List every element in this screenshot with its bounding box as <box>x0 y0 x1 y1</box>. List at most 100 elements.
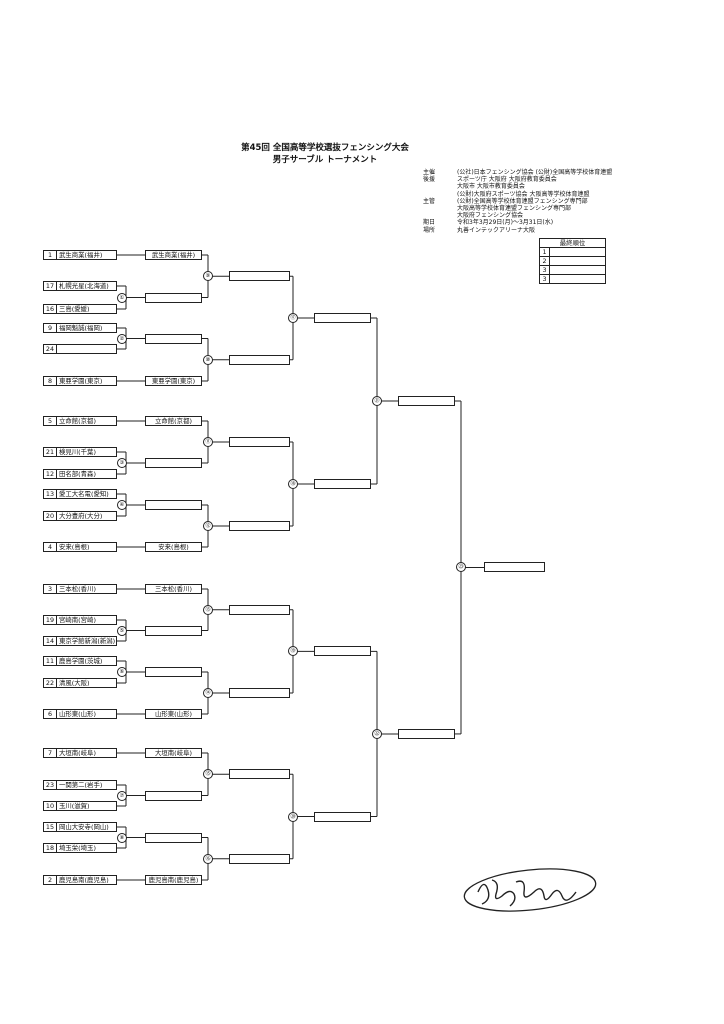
bye-advance-box: 東亜学園(東京) <box>145 376 202 386</box>
round2-winner-box <box>229 688 290 698</box>
entry-seed: 22 <box>44 679 57 687</box>
bout-number: ⑳ <box>288 811 298 822</box>
round2-winner-box <box>229 271 290 282</box>
round1-winner-box <box>145 333 202 344</box>
organizer-label: 主催 <box>423 169 436 176</box>
entry-team: 埼玉栄(埼玉) <box>59 844 96 852</box>
round1-winner-box <box>145 625 202 636</box>
bout-number: ⑲ <box>288 646 298 657</box>
round3-winner-box <box>314 313 371 323</box>
bye-advance-box: 武生商業(福井) <box>145 250 202 260</box>
organizer-text: (公財)大阪府スポーツ協会 大阪高等学校体育連盟 <box>457 190 590 198</box>
entry-team: 福岡魁誠(福岡) <box>59 324 103 332</box>
bout-number: ⑪ <box>203 437 213 447</box>
organizer-text: (公社)日本フェンシング協会 (公財)全国高等学校体育連盟 <box>457 169 613 176</box>
bout-number: ⑦ <box>117 790 127 801</box>
entry-seed: 10 <box>44 802 57 810</box>
final-ranking-table: 最終順位 1 2 3 3 <box>539 238 606 284</box>
bye-advance-box: 安来(島根) <box>145 542 202 552</box>
bout-number: ⑫ <box>203 521 213 531</box>
entry-seed: 16 <box>44 305 57 313</box>
entry-team: 三島(愛媛) <box>59 305 90 313</box>
semifinal-winner-box <box>398 396 455 406</box>
bout-number: ㉑ <box>372 396 382 406</box>
bout-number: ⑥ <box>117 667 127 677</box>
organizer-text: 大阪高等学校体育連盟フェンシング専門部 <box>457 205 572 212</box>
bout-number: ③ <box>117 458 127 468</box>
organizer-label: 主管 <box>423 197 436 205</box>
entry-team: 大垣南(岐阜) <box>59 749 96 757</box>
entry-team: 三本松(香川) <box>59 585 96 593</box>
entry-seed: 1 <box>44 251 57 259</box>
entry-seed: 4 <box>44 543 57 551</box>
bout-number: ⑯ <box>203 853 213 864</box>
bout-number: ⑮ <box>203 769 213 780</box>
entry-seed: 2 <box>44 876 57 884</box>
bout-number: ⑰ <box>288 313 298 323</box>
entry-team: 山形東(山形) <box>59 710 96 718</box>
round1-winner-box <box>145 458 202 468</box>
entry-team: 宮崎南(宮崎) <box>59 616 96 624</box>
entry-team: 田名部(青森) <box>59 470 96 478</box>
entry-seed: 11 <box>44 657 57 665</box>
entry-row: 24 <box>43 344 117 354</box>
bout-number: ① <box>117 292 127 303</box>
organizer-text: スポーツ庁 大阪府 大阪府教育委員会 <box>457 176 557 184</box>
entry-team: 玉川(滋賀) <box>59 802 90 810</box>
bye-advance-box: 山形東(山形) <box>145 709 202 719</box>
entry-seed: 13 <box>44 490 57 498</box>
bout-number: ⑤ <box>117 625 127 636</box>
entry-seed: 5 <box>44 417 57 425</box>
bye-advance-box: 鹿児島南(鹿児島) <box>145 875 202 885</box>
round3-winner-box <box>314 646 371 657</box>
organizer-text: (公財)全国高等学校体育連盟フェンシング専門部 <box>457 197 588 205</box>
signature-image <box>463 868 597 912</box>
entry-seed: 20 <box>44 512 57 520</box>
round2-winner-box <box>229 521 290 531</box>
bout-number: ⑭ <box>203 688 213 698</box>
entry-seed: 24 <box>44 345 57 353</box>
organizer-text: 大阪府フェンシング協会 <box>457 212 524 220</box>
bout-number: ⑬ <box>203 604 213 615</box>
entry-seed: 14 <box>44 637 57 645</box>
entry-team: 鹿島学園(茨城) <box>59 657 103 665</box>
ranking-row: 3 <box>539 274 606 284</box>
round1-winner-box <box>145 500 202 510</box>
entry-team: 安来(島根) <box>59 543 90 551</box>
bye-advance-box: 立命館(京都) <box>145 416 202 426</box>
organizer-text: 令和3年3月29日(月)～3月31日(水) <box>457 219 554 227</box>
bout-number: ④ <box>117 500 127 510</box>
round2-winner-box <box>229 853 290 864</box>
entry-seed: 8 <box>44 377 57 385</box>
organizer-label: 期日 <box>423 219 436 227</box>
entry-team: 岡山大安寺(岡山) <box>59 823 109 831</box>
entry-team: 札幌光星(北海道) <box>59 282 109 290</box>
round1-winner-box <box>145 292 202 303</box>
entry-seed: 3 <box>44 585 57 593</box>
entry-seed: 17 <box>44 282 57 290</box>
entry-team: 愛工大名電(愛知) <box>59 490 109 498</box>
entry-team: 一関第二(岩手) <box>59 781 103 789</box>
bout-number: ⑩ <box>203 354 213 365</box>
semifinal-winner-box <box>398 728 455 739</box>
organizer-text: 大阪市 大阪市教育委員会 <box>457 183 525 191</box>
entry-team: 検見川(千葉) <box>59 448 96 456</box>
bout-number: ② <box>117 333 127 344</box>
entry-team: 清風(大阪) <box>59 679 90 687</box>
champion-box <box>484 562 545 573</box>
entry-seed: 6 <box>44 710 57 718</box>
entry-team: 立命館(京都) <box>59 417 96 425</box>
